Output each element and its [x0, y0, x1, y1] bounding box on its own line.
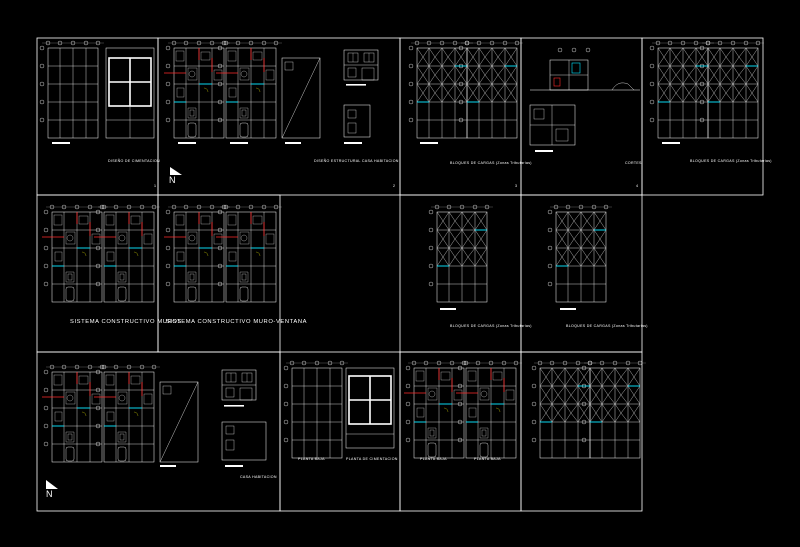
sheet-label-9: BLOQUES DE CARGAS (Zonas Tributarias): [450, 324, 532, 328]
sheet-frame-7: [157, 194, 281, 353]
north-arrow-icon: [170, 167, 182, 175]
sheet-label-1: DISEÑO DE CIMENTACION: [108, 159, 160, 163]
sheet-label-4: BLOQUES DE CARGAS (Zonas Tributarias): [450, 161, 532, 165]
sheet-frame-13: [520, 351, 643, 512]
sheet-frame-1: [36, 37, 159, 196]
sheet-label-6: BLOQUES DE CARGAS (Zonas Tributarias): [690, 159, 772, 163]
sheet-4-tributary: [409, 41, 523, 144]
sheet-label-13b: PLANTA BAJA: [474, 457, 501, 461]
sheet-frame-3: [399, 37, 522, 196]
north-label: N: [46, 489, 53, 499]
sheet-8-wall-window: [164, 205, 282, 302]
sheet-11-house: [42, 365, 267, 489]
sheet-number-1: 1: [154, 184, 157, 188]
sheet-label-12a: PLANTA BAJA: [298, 457, 325, 461]
sheet-frame-8: [399, 194, 522, 353]
sheet-label-7: SISTEMA CONSTRUCTIVO MUROS: [70, 319, 182, 325]
sheet-label-12b: PLANTA DE CIMENTACION: [346, 457, 398, 461]
sheet-5-sections: [529, 47, 640, 152]
sheet-number-3: 2: [393, 184, 396, 188]
sheet-frame-4: [520, 37, 643, 196]
sheet-label-3: DISEÑO ESTRUCTURAL CASA HABITACION: [314, 159, 399, 163]
sheet-frames: [36, 37, 764, 512]
sheet-6-tributary: [650, 41, 764, 144]
sheet-frame-10: [36, 351, 281, 512]
sheet-label-11: CASA HABITACION: [240, 475, 277, 479]
sheet-label-13a: PLANTA BAJA: [420, 457, 447, 461]
sheet-10-tributary: [548, 205, 612, 310]
sheet-frame-9: [520, 194, 643, 353]
sheet-7-walls: [42, 205, 160, 302]
north-arrow-icon: [46, 480, 58, 489]
sheet-2-floorplans: [164, 41, 379, 175]
sheet-label-8: SISTEMA CONSTRUCTIVO MURO-VENTANA: [166, 319, 308, 325]
sheet-number-4: 3: [515, 184, 518, 188]
sheet-frame-12: [399, 351, 522, 512]
sheet-label-10: BLOQUES DE CARGAS (Zonas Tributarias): [566, 324, 648, 328]
sheet-1-foundation: [39, 40, 155, 144]
sheet-13-plans: [404, 361, 522, 458]
sheet-14-grid: [532, 361, 646, 458]
north-label: N: [169, 175, 176, 185]
sheet-frame-2: [157, 37, 401, 196]
sheet-number-5: 4: [636, 184, 639, 188]
sheet-12-plans: [283, 360, 395, 459]
sheet-frame-5: [641, 37, 764, 196]
sheet-9-tributary: [429, 205, 493, 310]
sheet-label-5: CORTES: [625, 161, 642, 165]
